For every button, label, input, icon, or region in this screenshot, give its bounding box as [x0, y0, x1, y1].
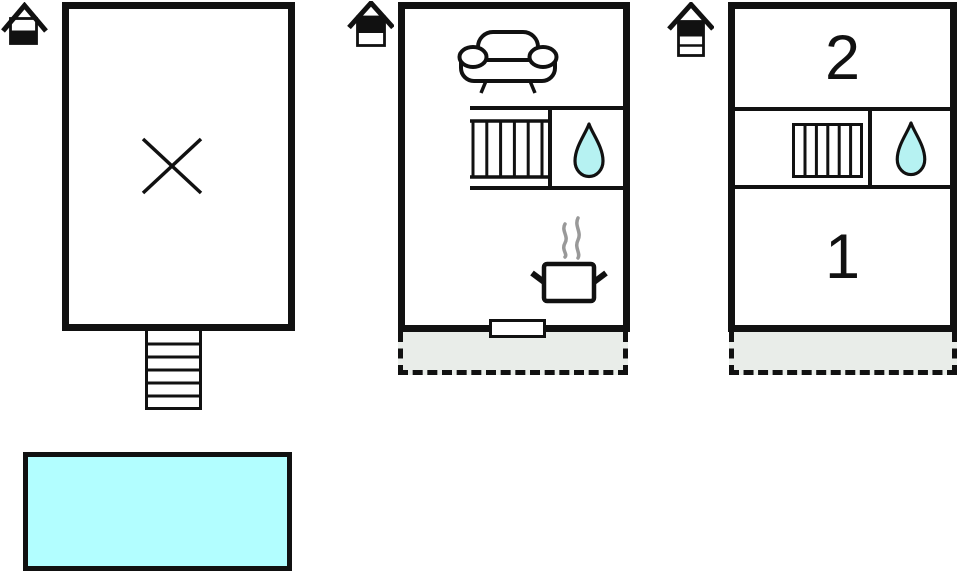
top-level-band-wall-top — [735, 107, 950, 111]
top-level-band-wall-bottom — [735, 185, 950, 189]
house-floor-indicator-top-icon — [667, 2, 714, 57]
top-level-staircase-icon — [792, 123, 863, 178]
swimming-pool — [23, 452, 292, 571]
top-level-bathroom-wall — [868, 107, 872, 189]
exterior-staircase-icon — [145, 331, 202, 410]
main-level-staircase-icon — [470, 119, 548, 179]
balcony-area — [729, 332, 957, 375]
bedroom-1-label: 1 — [824, 221, 861, 292]
main-level-band-wall-bottom — [470, 186, 623, 190]
house-floor-indicator-lower-icon — [1, 2, 48, 45]
terrace-area — [398, 332, 628, 375]
main-level-band-wall-top — [470, 106, 623, 110]
bathroom-water-drop-icon — [895, 121, 927, 177]
crossed-room-x-icon — [141, 137, 203, 195]
bathroom-water-drop-icon — [573, 122, 605, 179]
house-floor-indicator-main-icon — [347, 1, 394, 47]
door-opening — [489, 319, 546, 338]
sofa-icon — [457, 30, 559, 94]
kitchen-cooking-pot-icon — [530, 216, 608, 304]
bedroom-2-label: 2 — [824, 22, 861, 93]
main-level-bathroom-wall — [548, 106, 552, 190]
plan-lower-level-outline — [62, 2, 295, 331]
